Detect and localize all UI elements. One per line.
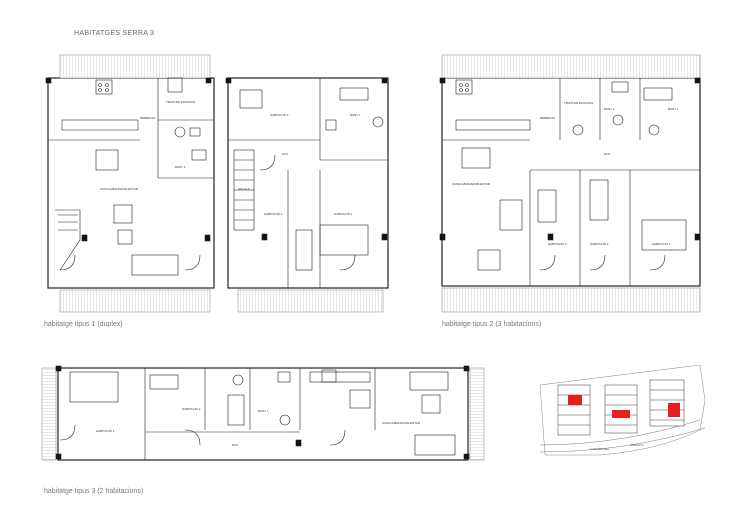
label-escala: ESCALA (238, 187, 250, 191)
label-pas: PAS (282, 152, 288, 156)
label-bany-upper: BANY 1 (350, 113, 361, 117)
label-p2-hab2: HABITACIÓ 2 (590, 241, 609, 246)
label-p2-hab1: HABITACIÓ 1 (652, 241, 671, 246)
label-p3-cuina: CUINA-MENJADOR-ESTAR (382, 421, 421, 425)
site-street-label-2: AMERICA (630, 443, 644, 447)
label-habitacio1: HABITACIÓ 1 (334, 211, 353, 216)
label-traster: TRASTER ENVASOS (166, 100, 195, 104)
label-habitacio3: HABITACIÓ 3 (270, 112, 289, 117)
plan-type1-upper (225, 77, 389, 313)
page-title: HABITATGES SERRA 3 (74, 30, 155, 37)
site-block-1 (557, 384, 591, 436)
caption-plan2: habitatge tipus 2 (3 habitacions) (442, 321, 542, 328)
label-p3-pas: PAS (232, 443, 238, 447)
label-p2-hab3: HABITACIÓ 3 (548, 241, 567, 246)
plan1b-outline (227, 77, 389, 289)
label-p2-bany2: BANY 2 (604, 107, 615, 111)
plan-type1-lower (45, 54, 215, 313)
label-p2-cuina: CUINA-MENJADOR-ESTAR (452, 182, 491, 186)
site-block-2 (604, 384, 638, 434)
site-highlight-1 (568, 395, 582, 405)
label-p2-bany1: BANY 1 (668, 107, 679, 111)
plan3-outline (57, 367, 469, 461)
label-p2-rebedor: REBEDOR (540, 116, 556, 120)
label-cuina: CUINA-MENJADOR-ESTAR (100, 187, 139, 191)
plan1-terrace (59, 289, 211, 313)
caption-plan1: habitatge tipus 1 (duplex) (44, 321, 123, 328)
site-highlight-3 (668, 403, 680, 417)
label-habitacio2: HABITACIÓ 2 (264, 211, 283, 216)
label-p2-pas: PAS (604, 152, 610, 156)
plan-type3 (41, 365, 485, 461)
plan1-top-terrace (59, 54, 211, 79)
label-p2-traster: TRASTER ENVASOS (564, 101, 593, 105)
site-street-label-1: CARRER DEL (590, 447, 610, 451)
site-highlight-2 (612, 410, 630, 418)
label-p3-hab2: HABITACIÓ 2 (182, 406, 201, 411)
label-p3-hab1: HABITACIÓ 1 (96, 428, 115, 433)
label-p3-bany: BANY 1 (258, 409, 269, 413)
label-rebedor: REBEDOR (140, 116, 156, 120)
plan-type2 (439, 54, 701, 313)
caption-plan3: habitatge tipus 3 (2 habitacions) (44, 488, 144, 495)
site-plan (539, 364, 706, 456)
plan1-outline (47, 77, 215, 289)
label-bany: BANY 1 (175, 165, 186, 169)
